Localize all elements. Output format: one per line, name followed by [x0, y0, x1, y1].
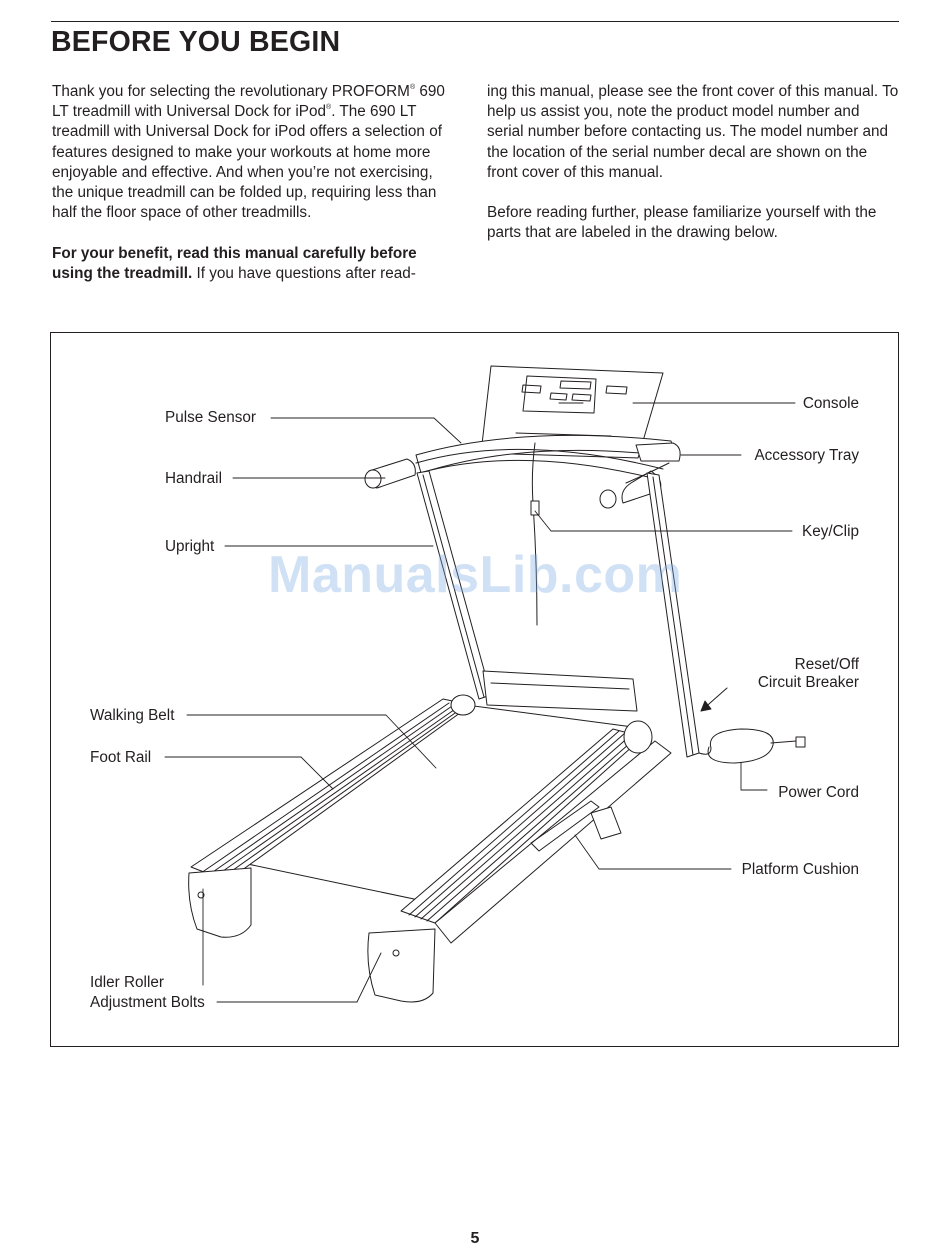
- label-handrail: Handrail: [165, 470, 222, 487]
- label-reset-off: Reset/Off: [794, 656, 859, 673]
- watermark: ManualsLib.com: [268, 546, 683, 604]
- page-number: 5: [470, 1230, 480, 1247]
- label-circuit-breaker: Circuit Breaker: [757, 674, 859, 691]
- label-upright: Upright: [165, 538, 215, 555]
- console-shape: [480, 365, 664, 459]
- intro-left-column: Thank you for selecting the revolutionar…: [52, 82, 456, 304]
- intro-paragraph-1: Thank you for selecting the revolutionar…: [52, 83, 445, 222]
- label-power-cord: Power Cord: [778, 784, 859, 801]
- top-rule: [51, 21, 899, 22]
- intro-right-column: ing this manual, please see the front co…: [487, 82, 899, 264]
- label-key-clip: Key/Clip: [802, 523, 859, 540]
- treadmill-drawing: [164, 365, 806, 1003]
- label-pulse-sensor: Pulse Sensor: [165, 409, 256, 426]
- page-heading: BEFORE YOU BEGIN: [51, 26, 341, 58]
- label-foot-rail: Foot Rail: [90, 749, 152, 766]
- label-walking-belt: Walking Belt: [90, 707, 175, 724]
- treadmill-diagram: Pulse Sensor Handrail Upright Walking Be…: [50, 332, 899, 1047]
- label-platform-cushion: Platform Cushion: [741, 861, 859, 878]
- label-idler-roller: Idler Roller: [90, 974, 164, 991]
- label-console: Console: [802, 395, 859, 412]
- label-accessory-tray: Accessory Tray: [754, 447, 859, 464]
- intro-paragraph-4: Before reading further, please familiari…: [487, 204, 877, 242]
- intro-paragraph-2: For your benefit, read this manual caref…: [52, 244, 417, 282]
- label-adjustment-bolts: Adjustment Bolts: [90, 994, 205, 1011]
- leader-lines: [164, 402, 796, 1003]
- intro-paragraph-3: ing this manual, please see the front co…: [487, 83, 899, 181]
